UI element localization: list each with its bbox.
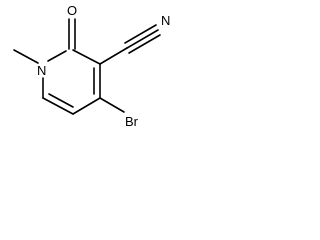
bond-c4-br [99,97,125,113]
bond-n1-c2 [47,50,67,62]
bond-cn-triple-2 [124,24,157,44]
atom-label-n1: N [37,63,46,78]
bond-n1-methyl [13,49,39,64]
atom-label-br: Br [125,114,139,129]
bond-c4-c5 [72,97,101,115]
chemical-structure-diagram: N O N Br [13,3,170,129]
bond-c3-cn [99,47,128,65]
bond-c5-c6-double [48,93,74,108]
bond-c2-c3 [72,49,101,65]
bond-cn-triple-3 [128,34,161,54]
atom-label-n-nitrile: N [161,13,170,28]
bond-cn-triple-1 [126,29,159,49]
bond-c5-c6 [42,97,74,115]
atom-label-o: O [67,3,77,18]
